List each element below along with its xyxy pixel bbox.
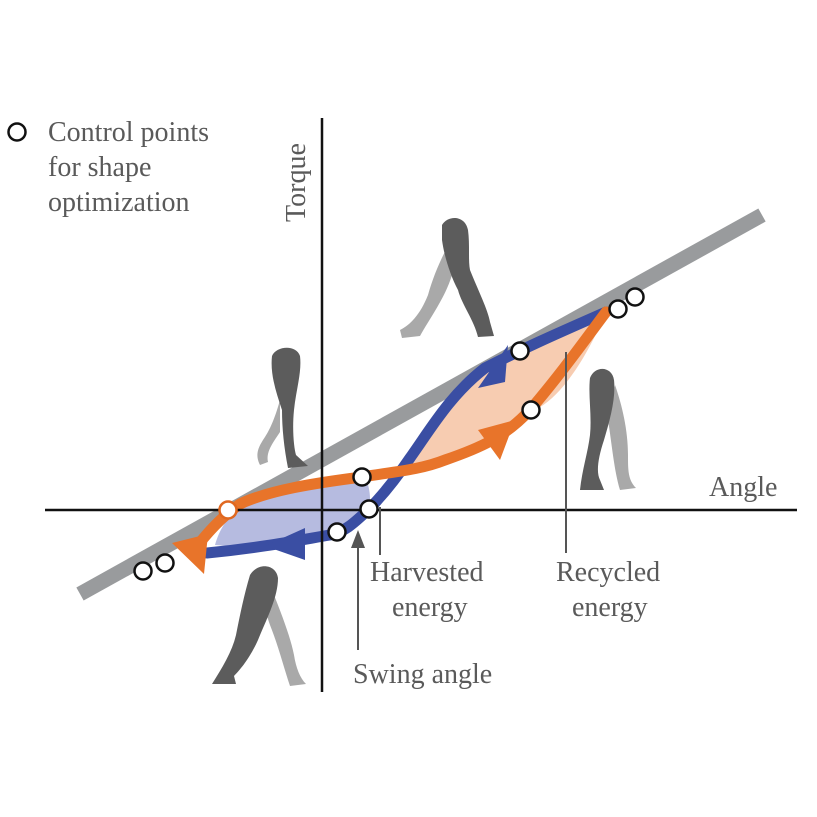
harvested-energy-label-2: energy <box>392 592 468 623</box>
leg-silhouette-icon <box>257 347 308 468</box>
control-point <box>218 500 238 520</box>
leg-silhouette-icon <box>212 566 306 686</box>
swing-angle-label: Swing angle <box>353 659 492 690</box>
y-axis-label: Torque <box>281 143 312 222</box>
flow-arrow-icon <box>172 534 208 574</box>
legend-line-3: optimization <box>48 187 190 218</box>
control-point <box>625 287 645 307</box>
flow-arrow-icon <box>265 528 305 560</box>
leg-silhouette-icon <box>400 218 494 338</box>
control-point <box>521 400 541 420</box>
control-point <box>359 499 379 519</box>
harvested-energy-label-1: Harvested <box>370 557 484 588</box>
control-point <box>133 561 153 581</box>
control-point <box>510 341 530 361</box>
leg-silhouette-icon <box>580 368 636 490</box>
control-point <box>608 299 628 319</box>
recycled-energy-label-2: energy <box>572 592 648 623</box>
swing-angle-arrow-icon <box>351 530 365 548</box>
control-points <box>133 287 645 581</box>
flow-arrow-icon <box>478 345 508 388</box>
flow-arrow-icon <box>478 420 515 460</box>
loading-path <box>186 306 612 559</box>
x-axis-label: Angle <box>709 472 777 503</box>
control-point <box>352 467 372 487</box>
control-point <box>327 522 347 542</box>
control-point <box>155 553 175 573</box>
legend-control-point-icon <box>7 122 27 142</box>
recycled-energy-label-1: Recycled <box>556 557 660 588</box>
legend-line-1: Control points <box>48 117 209 148</box>
linear-stiffness-line <box>76 208 766 601</box>
legend-line-2: for shape <box>48 152 151 183</box>
recycled-energy-region <box>400 312 606 465</box>
